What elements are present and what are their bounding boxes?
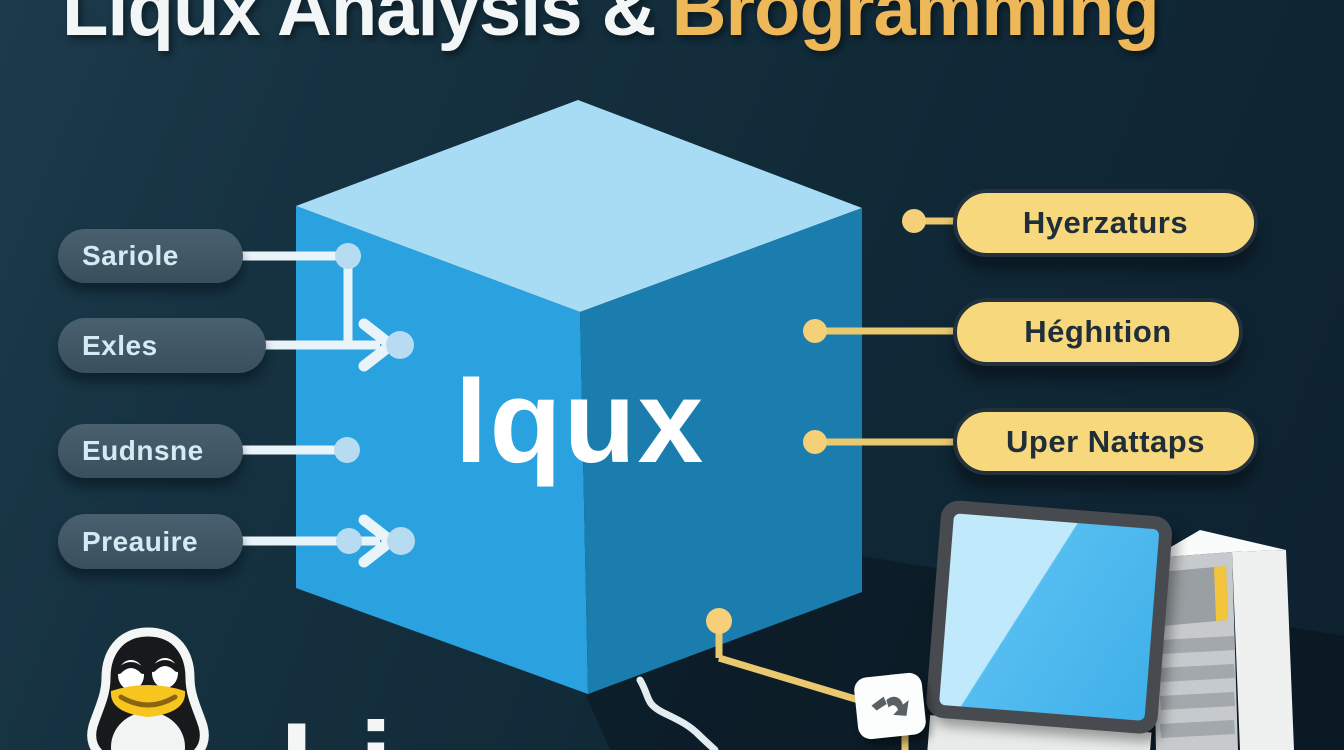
penguin-belly bbox=[111, 712, 185, 750]
left-pill-3-label: Eudnsne bbox=[82, 435, 204, 466]
penguin-beak bbox=[110, 685, 186, 717]
monitor-frame bbox=[925, 499, 1174, 735]
page-title: Liqux Analysis & Brogramming bbox=[62, 0, 1342, 53]
bent-arrow-icon bbox=[871, 696, 909, 716]
right-connectors bbox=[715, 217, 956, 750]
monitor-icon bbox=[919, 499, 1174, 750]
pc-tower-icon bbox=[1152, 530, 1294, 750]
left-pill-4-label: Preauire bbox=[82, 525, 199, 557]
share-arrow-card bbox=[852, 671, 928, 741]
penguin-eye-arc-left bbox=[116, 662, 146, 674]
left-pill-1-label: Sariole bbox=[82, 240, 179, 271]
tower-vent bbox=[1160, 720, 1235, 738]
tower-vent bbox=[1160, 664, 1235, 682]
left-pill-2-label: Exles bbox=[82, 329, 158, 361]
left-connectors bbox=[242, 251, 400, 568]
cube-label: lqux bbox=[454, 356, 706, 488]
arrow-right-icon bbox=[358, 514, 400, 568]
right-pill-3-label: Uper Nattaps bbox=[1006, 423, 1205, 459]
title-accent: Brogramming bbox=[671, 0, 1160, 52]
left-pill-2: Exles bbox=[58, 318, 266, 373]
tower-stripe bbox=[1214, 566, 1228, 621]
left-pill-1: Sariole bbox=[58, 229, 243, 283]
right-pill-2-label: Héghıtion bbox=[1024, 314, 1172, 349]
tower-bay bbox=[1160, 566, 1228, 626]
bottom-word: Li bbox=[280, 705, 399, 750]
title-primary: Liqux Analysis & bbox=[62, 0, 657, 52]
right-pill-2: Héghıtion bbox=[953, 298, 1243, 366]
left-connector-dots bbox=[334, 243, 415, 555]
cable-line bbox=[636, 676, 719, 750]
tower-vent bbox=[1160, 636, 1235, 654]
cube-top-face bbox=[296, 100, 862, 312]
right-pill-3: Uper Nattaps bbox=[953, 408, 1258, 475]
right-pill-1: Hyerzaturs bbox=[953, 189, 1258, 257]
monitor-screen bbox=[939, 513, 1160, 721]
arrow-right-icon bbox=[358, 318, 400, 372]
penguin-smile bbox=[118, 694, 178, 708]
left-pill-3: Eudnsne bbox=[58, 424, 243, 478]
tower-vent bbox=[1160, 692, 1235, 710]
penguin-eye-arc-right bbox=[150, 660, 180, 672]
left-pill-4: Preauire bbox=[58, 514, 243, 569]
right-pill-1-label: Hyerzaturs bbox=[1022, 205, 1189, 240]
tux-penguin-icon bbox=[87, 627, 209, 750]
